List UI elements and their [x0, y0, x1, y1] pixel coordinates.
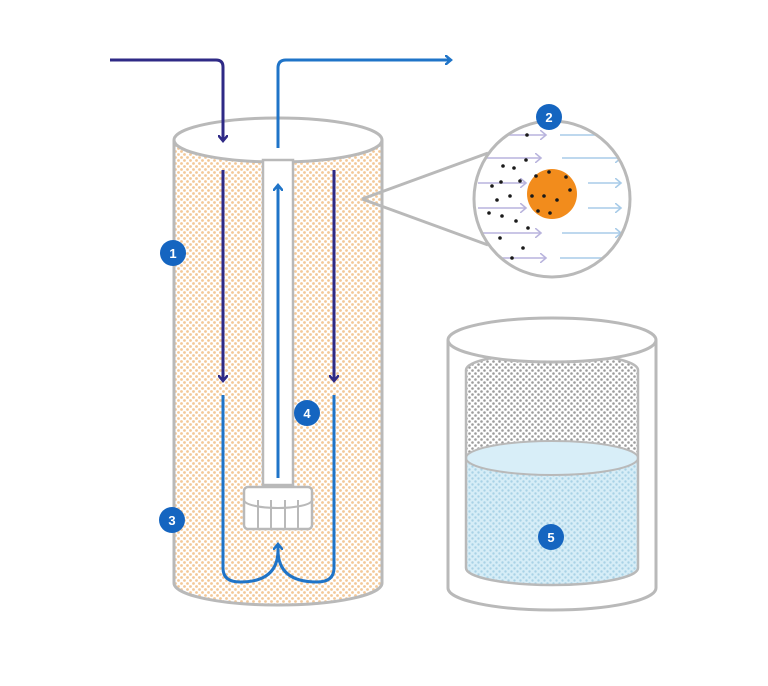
outflow-pipe-arrow — [276, 60, 450, 148]
badge-1: 1 — [160, 240, 186, 266]
svg-text:1: 1 — [169, 246, 176, 261]
storage-tank-top — [446, 316, 658, 364]
filter-tank — [110, 58, 450, 607]
contaminant-dots — [487, 133, 572, 260]
badge-3: 3 — [159, 507, 185, 533]
badge-4: 4 — [294, 400, 320, 426]
badge-2: 2 — [536, 104, 562, 130]
bottom-flow-loop — [221, 395, 280, 584]
svg-text:4: 4 — [303, 406, 311, 421]
svg-text:2: 2 — [545, 110, 552, 125]
water-volume — [466, 441, 638, 585]
inflow-pipe-arrow — [110, 58, 223, 140]
strainer — [242, 485, 314, 531]
screen-mesh — [466, 353, 638, 471]
svg-text:3: 3 — [168, 513, 175, 528]
badge-5: 5 — [538, 524, 564, 550]
svg-text:5: 5 — [547, 530, 554, 545]
zoom-callout — [361, 119, 632, 279]
storage-tank — [446, 316, 658, 612]
media-particle — [527, 169, 577, 219]
water-surface — [465, 440, 639, 476]
